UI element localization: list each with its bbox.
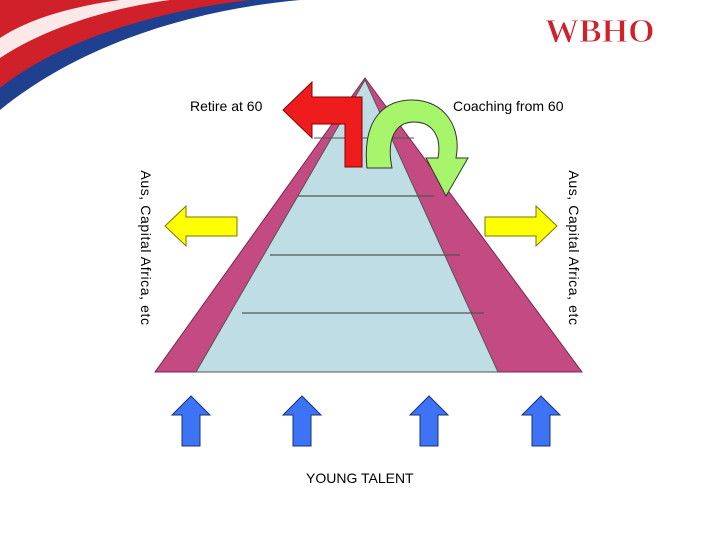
side-label-left: Aus, Capital Africa, etc [138,170,154,326]
talent-arrows [170,395,562,447]
blue-up-arrow-icon [281,395,323,447]
yellow-arrow-left-icon [164,204,238,248]
blue-up-arrow-icon [520,395,562,447]
pyramid-inner [195,78,499,373]
blue-up-arrow-icon [408,395,450,447]
yellow-arrow-right-icon [484,204,558,248]
banner-inner-red [0,0,120,38]
corner-banner [0,0,300,110]
retire-label: Retire at 60 [190,98,263,114]
wbho-logo: WBHO [545,13,655,50]
coaching-label: Coaching from 60 [453,98,564,114]
side-label-right: Aus, Capital Africa, etc [566,170,582,326]
red-bent-arrow-icon [282,80,363,168]
young-talent-label: YOUNG TALENT [306,470,414,486]
blue-up-arrow-icon [170,395,212,447]
green-curved-arrow-icon [365,99,469,198]
